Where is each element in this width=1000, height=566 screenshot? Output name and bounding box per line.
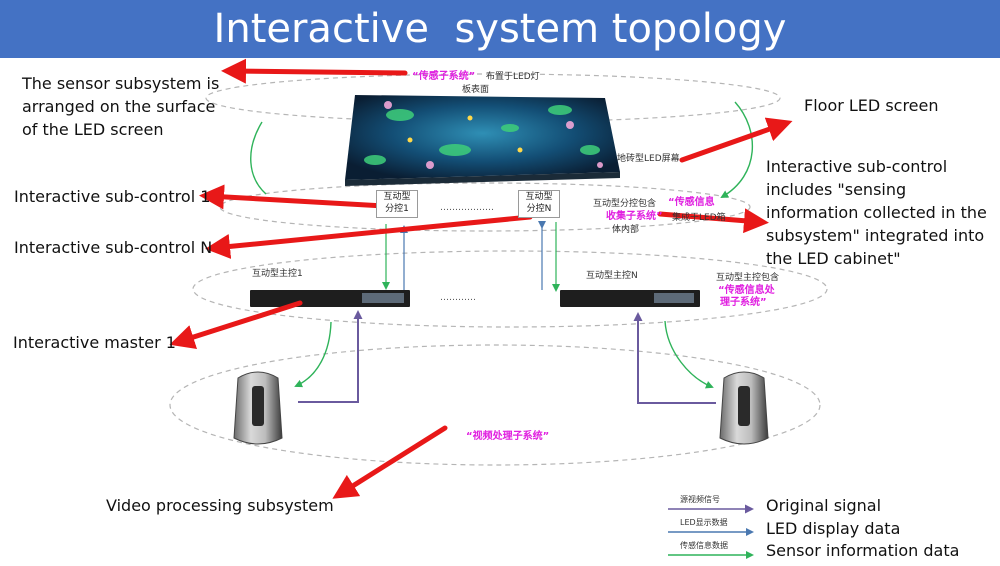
cn-master-1: 互动型主控1 [252,269,303,279]
legend-label-original: Original signal [766,496,882,515]
label-sub-control-n: Interactive sub-control N [14,238,213,257]
label-sub-control-1: Interactive sub-control 1 [14,187,211,206]
cn-sub-ctrl-includes: 互动型分控包含 [593,199,657,209]
sensor-curve-master1 [294,321,332,388]
sensor-curve-right [720,101,753,199]
label-floor-led: Floor LED screen [804,96,939,115]
page-title: Interactive system topology [213,6,787,52]
cn-dots-1: ……………… [440,203,494,213]
arrow-sensor-subsystem [221,58,408,84]
cn-sensor-quote: “传感子系统” [412,71,476,82]
cn-sensing-collect-b: 收集子系统” [606,211,663,222]
sensor-curve-mastern [664,320,714,389]
label-master-1: Interactive master 1 [13,333,176,352]
legend-cn-led: LED显示数据 [680,518,728,527]
cn-video-proc: “视频处理子系统” [466,431,550,442]
sub-control-layer-ellipse [219,182,751,232]
cn-master-includes: 互动型主控包含 [716,273,780,283]
label-sensor-subsystem: The sensor subsystem is arranged on the … [22,74,220,139]
legend-label-sensor: Sensor information data [766,541,960,560]
cn-sensing-proc-b: 理子系统” [720,297,767,308]
master-controller-device-1 [250,290,410,307]
arrow-master-1 [169,300,303,350]
original-signal-line-1 [298,310,363,403]
cn-floor-tile: 地砖型LED屏幕 [617,154,680,164]
led-floor-screen-image [345,95,620,186]
cn-integrated-a: 集成于LED箱 [672,213,726,223]
sub-control-n-box: 互动型 分控N [518,190,560,218]
legend-cn-sensor: 传感信息数据 [680,541,728,550]
cn-sensing-proc-a: “传感信息处 [718,285,775,296]
cn-sub-ctrl-n-b: 分控N [526,204,552,214]
master-layer-ellipse [192,250,828,328]
legend-label-led: LED display data [766,519,901,538]
title-bar [0,0,1000,58]
arrow-sub-control-includes [657,208,769,234]
cn-master-n: 互动型主控N [586,271,638,281]
arrow-video-processing [332,425,448,499]
sub-control-1-box: 互动型 分控1 [376,190,418,218]
cn-sensing-collect-a: “传感信息 [668,197,715,208]
master-controller-device-n [560,290,700,307]
label-video-processing: Video processing subsystem [106,496,334,515]
label-sub-control-includes: Interactive sub-control includes "sensin… [766,157,987,268]
cn-sensor-arranged-a: 布置于LED灯 [486,72,540,82]
pc-tower-right [719,371,769,445]
video-layer-ellipse [169,344,821,466]
cn-sub-ctrl-1-b: 分控1 [385,204,409,214]
arrow-sub-control-1 [199,184,405,210]
arrow-floor-led [679,117,793,163]
pc-tower-left [233,371,283,445]
cn-integrated-b: 体内部 [612,225,640,235]
cn-sub-ctrl-1-a: 互动型 [383,192,411,202]
cn-sub-ctrl-n-a: 互动型 [525,192,553,202]
arrow-sub-control-n [205,214,533,259]
original-signal-line-n [633,312,716,404]
legend-cn-original: 源视频信号 [680,495,720,504]
cn-dots-2: ………… [440,293,476,303]
cn-sensor-arranged-b: 板表面 [462,85,490,95]
sensor-curve-left [250,121,267,195]
